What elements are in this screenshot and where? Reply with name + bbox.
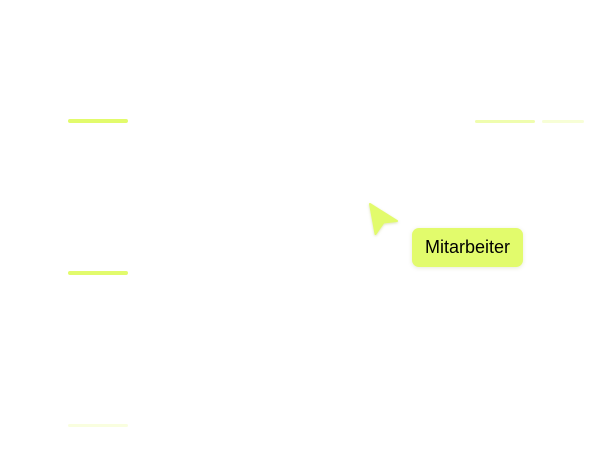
tooltip-label: Mitarbeiter xyxy=(425,237,511,257)
accent-line xyxy=(475,120,535,123)
cursor-tooltip: Mitarbeiter xyxy=(412,228,524,267)
accent-line xyxy=(68,119,128,123)
accent-line xyxy=(542,120,584,123)
arrow-cursor-icon xyxy=(365,201,401,239)
accent-line xyxy=(68,424,128,427)
accent-line xyxy=(68,271,128,275)
